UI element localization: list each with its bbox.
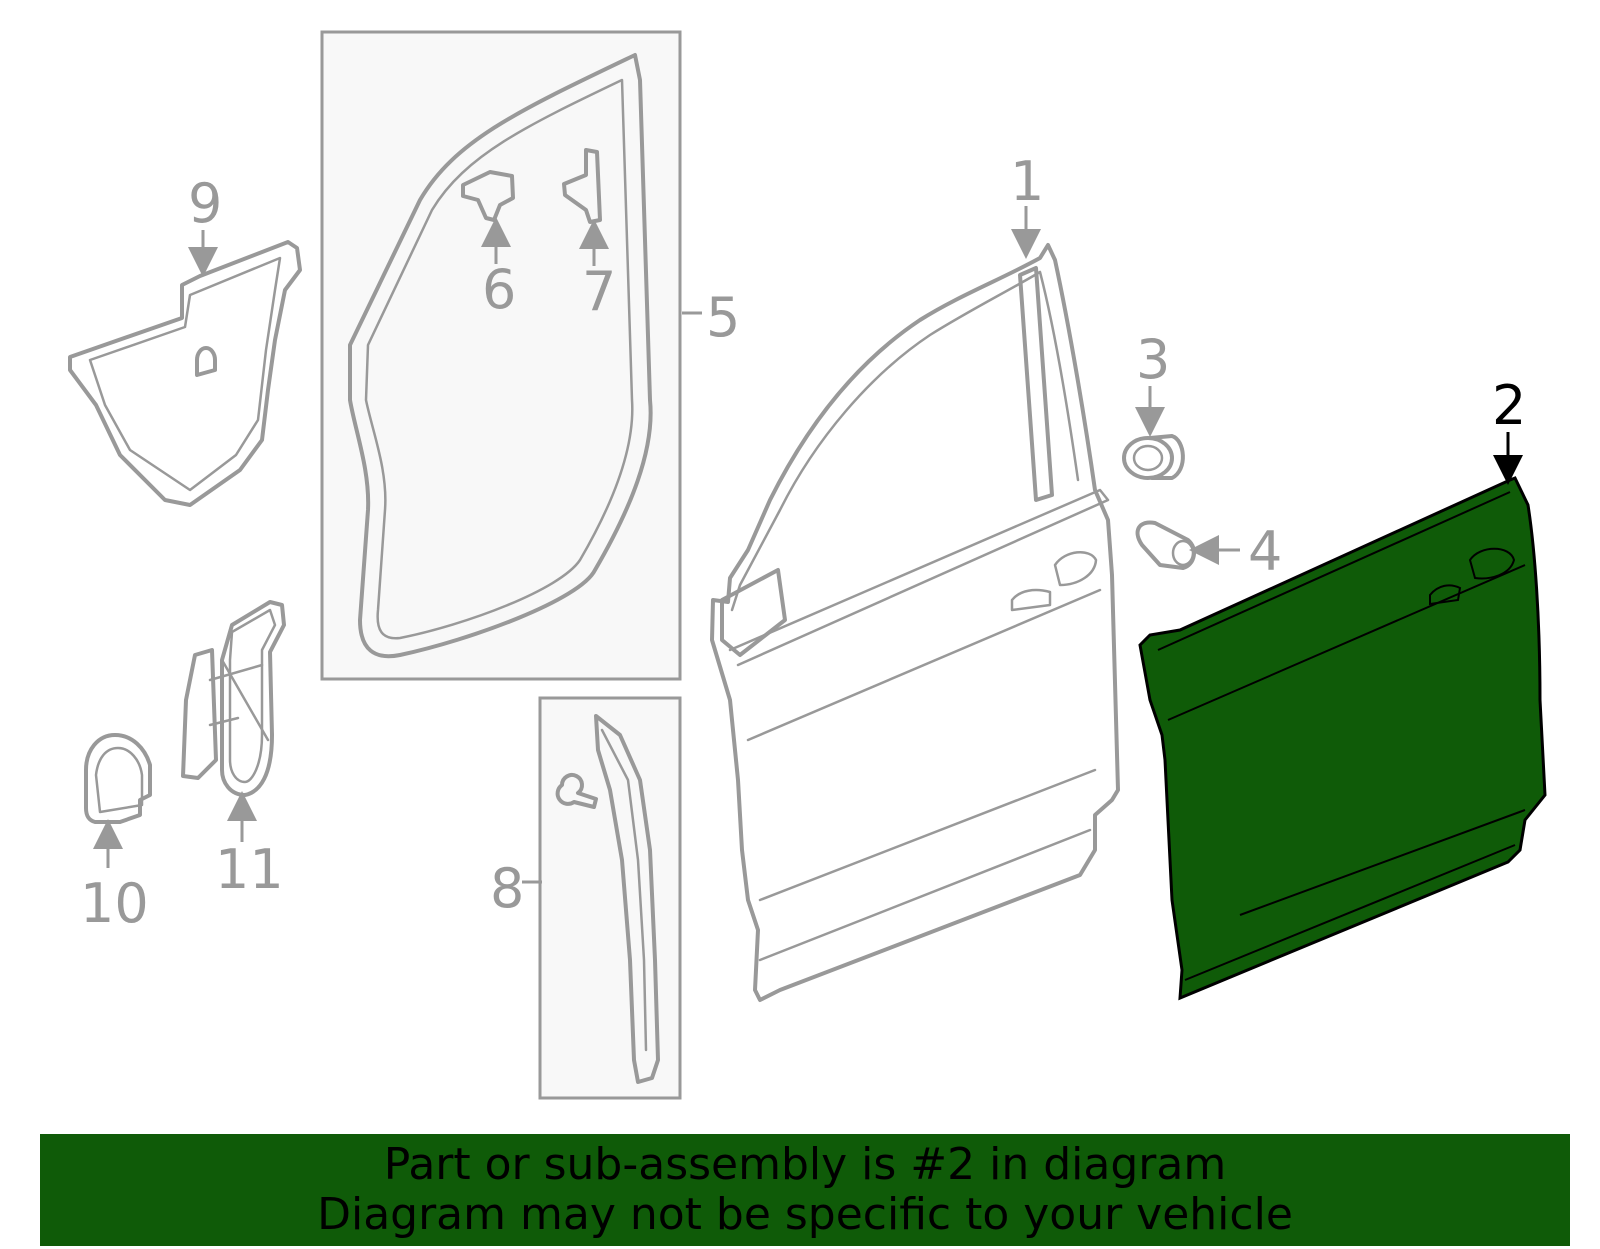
svg-text:1: 1	[1010, 150, 1044, 213]
callout-2: 2	[1492, 374, 1526, 485]
banner-line-2: Diagram may not be specific to your vehi…	[317, 1189, 1293, 1240]
svg-text:11: 11	[215, 838, 284, 901]
svg-text:7: 7	[582, 260, 616, 323]
callout-11: 11	[215, 791, 284, 901]
svg-text:5: 5	[706, 286, 740, 349]
callout-6: 6	[481, 217, 516, 321]
part-2-outer-panel[interactable]	[1138, 476, 1547, 1001]
part-7-clip[interactable]	[562, 148, 602, 224]
banner-line-1: Part or sub-assembly is #2 in diagram	[383, 1139, 1227, 1190]
part-3-plug[interactable]	[1122, 434, 1185, 480]
part-4-bumper[interactable]	[1135, 520, 1196, 570]
svg-text:3: 3	[1136, 328, 1170, 391]
svg-text:6: 6	[482, 258, 516, 321]
part-10-hinge[interactable]	[84, 733, 152, 824]
part-8-sash-molding[interactable]	[555, 714, 660, 1084]
part-5-weatherstrip[interactable]	[348, 53, 653, 659]
svg-text:2: 2	[1492, 374, 1526, 437]
callout-7: 7	[579, 219, 616, 323]
callout-4: 4	[1189, 520, 1282, 583]
part-2-panel-fill	[1138, 476, 1547, 1001]
part-1-door-assembly[interactable]	[710, 243, 1120, 1002]
info-banner: Part or sub-assembly is #2 in diagram Di…	[40, 1134, 1570, 1246]
part-5-group-box	[320, 30, 682, 681]
callout-8: 8	[490, 857, 542, 920]
svg-text:4: 4	[1248, 520, 1282, 583]
part-9-door-cover[interactable]	[68, 240, 302, 507]
part-11-hinge[interactable]	[181, 600, 286, 797]
svg-text:9: 9	[188, 172, 222, 235]
callout-9: 9	[188, 172, 222, 277]
callout-3: 3	[1135, 328, 1170, 437]
svg-text:8: 8	[490, 857, 524, 920]
callout-10: 10	[80, 819, 149, 935]
svg-text:10: 10	[80, 872, 149, 935]
part-6-clip[interactable]	[461, 170, 515, 222]
callout-5: 5	[682, 286, 740, 349]
callout-1: 1	[1010, 150, 1044, 259]
